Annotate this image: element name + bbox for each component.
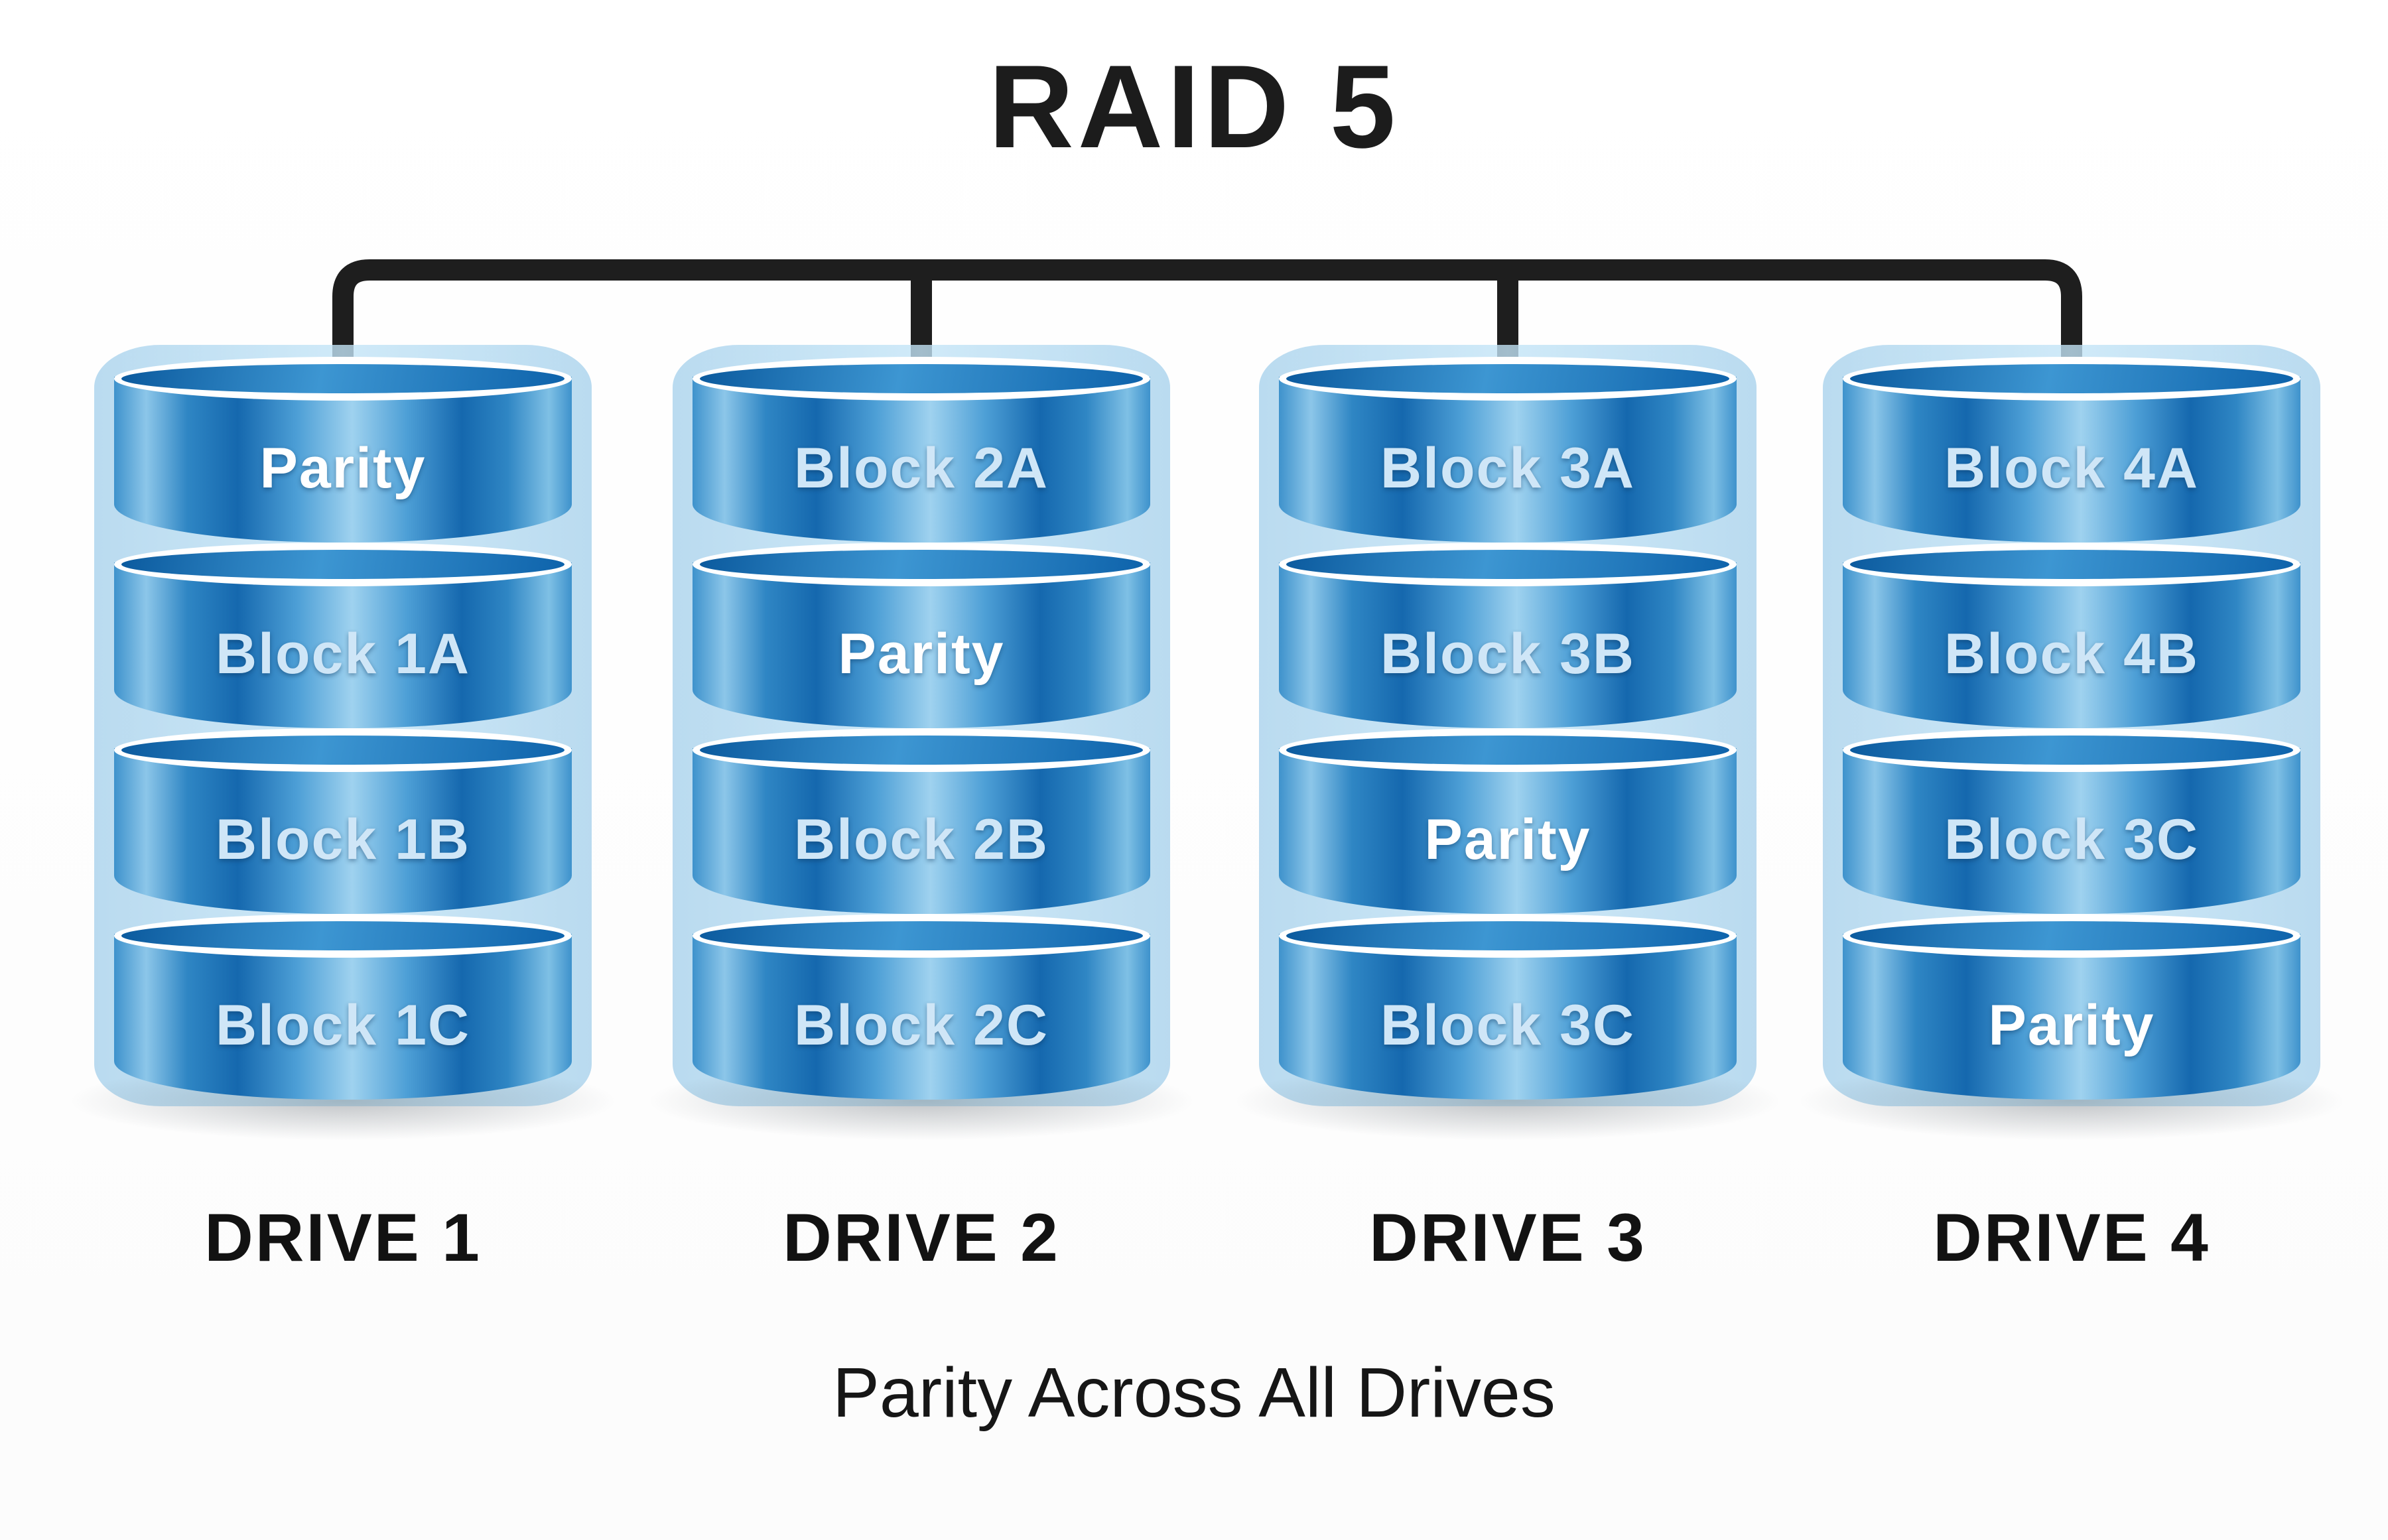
disk-rim [1279,357,1737,401]
segment-parity: Parity [1279,728,1737,914]
drive-label: DRIVE 3 [1369,1200,1646,1275]
segment-label: Block 2C [793,993,1049,1057]
segment-label: Parity [838,621,1005,686]
disk-rim [1843,357,2300,401]
disk-body: Parity [1843,934,2300,1100]
disk-rim [1279,543,1737,586]
disk-rim [693,728,1150,772]
segment-label: Block 4B [1944,621,2200,686]
segment-block: Block 3B [1279,543,1737,728]
segment-label: Block 1C [215,993,471,1057]
disk-rim [693,543,1150,586]
disk-rim [1279,914,1737,958]
disk-body: Block 1C [114,934,572,1100]
disk-body: Block 3C [1843,748,2300,914]
drive-1: Parity Block 1A Block 1B Block 1C [68,345,618,1277]
disk-rim [114,357,572,401]
disk-body: Block 1A [114,562,572,728]
drive-4: Block 4A Block 4B Block 3C Parity [1796,345,2347,1277]
segment-block: Block 2A [693,357,1150,543]
segment-label: Parity [259,436,427,500]
segment-parity: Parity [114,357,572,543]
segment-block: Block 1A [114,543,572,728]
drive-label: DRIVE 2 [783,1200,1060,1275]
segment-label: Block 3C [1944,807,2200,871]
disk-body: Parity [114,377,572,543]
disk-rim [693,357,1150,401]
disk-rim [1843,543,2300,586]
segment-block: Block 4A [1843,357,2300,543]
segment-label: Block 3A [1380,436,1636,500]
segment-label: Block 3B [1380,621,1636,686]
segment-block: Block 3C [1279,914,1737,1100]
segment-label: Block 1B [215,807,471,871]
segment-label: Block 2A [793,436,1049,500]
segment-label: Block 4A [1944,436,2200,500]
segment-block: Block 1C [114,914,572,1100]
disk-body: Block 3B [1279,562,1737,728]
disk-body: Block 4A [1843,377,2300,543]
disk-rim [1843,728,2300,772]
disk-rim [114,728,572,772]
disk-rim [114,914,572,958]
segment-parity: Parity [1843,914,2300,1100]
segment-label: Block 1A [215,621,471,686]
disk-rim [114,543,572,586]
caption: Parity Across All Drives [832,1354,1556,1432]
disk-body: Block 2B [693,748,1150,914]
disk-body: Block 4B [1843,562,2300,728]
segment-label: Parity [1424,807,1591,871]
disk-body: Block 3A [1279,377,1737,543]
drive-3-cylinder: Block 3A Block 3B Parity Block 3C [1232,345,1783,1141]
disk-rim [1843,914,2300,958]
segment-parity: Parity [693,543,1150,728]
segment-label: Block 3C [1380,993,1636,1057]
segment-block: Block 4B [1843,543,2300,728]
segment-block: Block 2B [693,728,1150,914]
drive-3: Block 3A Block 3B Parity Block 3C [1232,345,1783,1277]
disk-body: Block 2A [693,377,1150,543]
drive-label: DRIVE 4 [1933,1200,2210,1275]
segment-block: Block 3C [1843,728,2300,914]
drive-label: DRIVE 1 [204,1200,482,1275]
segment-block: Block 1B [114,728,572,914]
segment-block: Block 2C [693,914,1150,1100]
disk-rim [1279,728,1737,772]
drive-2: Block 2A Parity Block 2B Block 2C [646,345,1197,1277]
segment-label: Parity [1988,993,2155,1057]
disk-body: Block 2C [693,934,1150,1100]
page-title: RAID 5 [988,40,1400,172]
drive-4-cylinder: Block 4A Block 4B Block 3C Parity [1796,345,2347,1141]
disk-body: Block 1B [114,748,572,914]
drive-2-cylinder: Block 2A Parity Block 2B Block 2C [646,345,1197,1141]
segment-block: Block 3A [1279,357,1737,543]
drive-1-cylinder: Parity Block 1A Block 1B Block 1C [68,345,618,1141]
disk-body: Parity [693,562,1150,728]
segment-label: Block 2B [793,807,1049,871]
disk-rim [693,914,1150,958]
disk-body: Block 3C [1279,934,1737,1100]
disk-body: Parity [1279,748,1737,914]
